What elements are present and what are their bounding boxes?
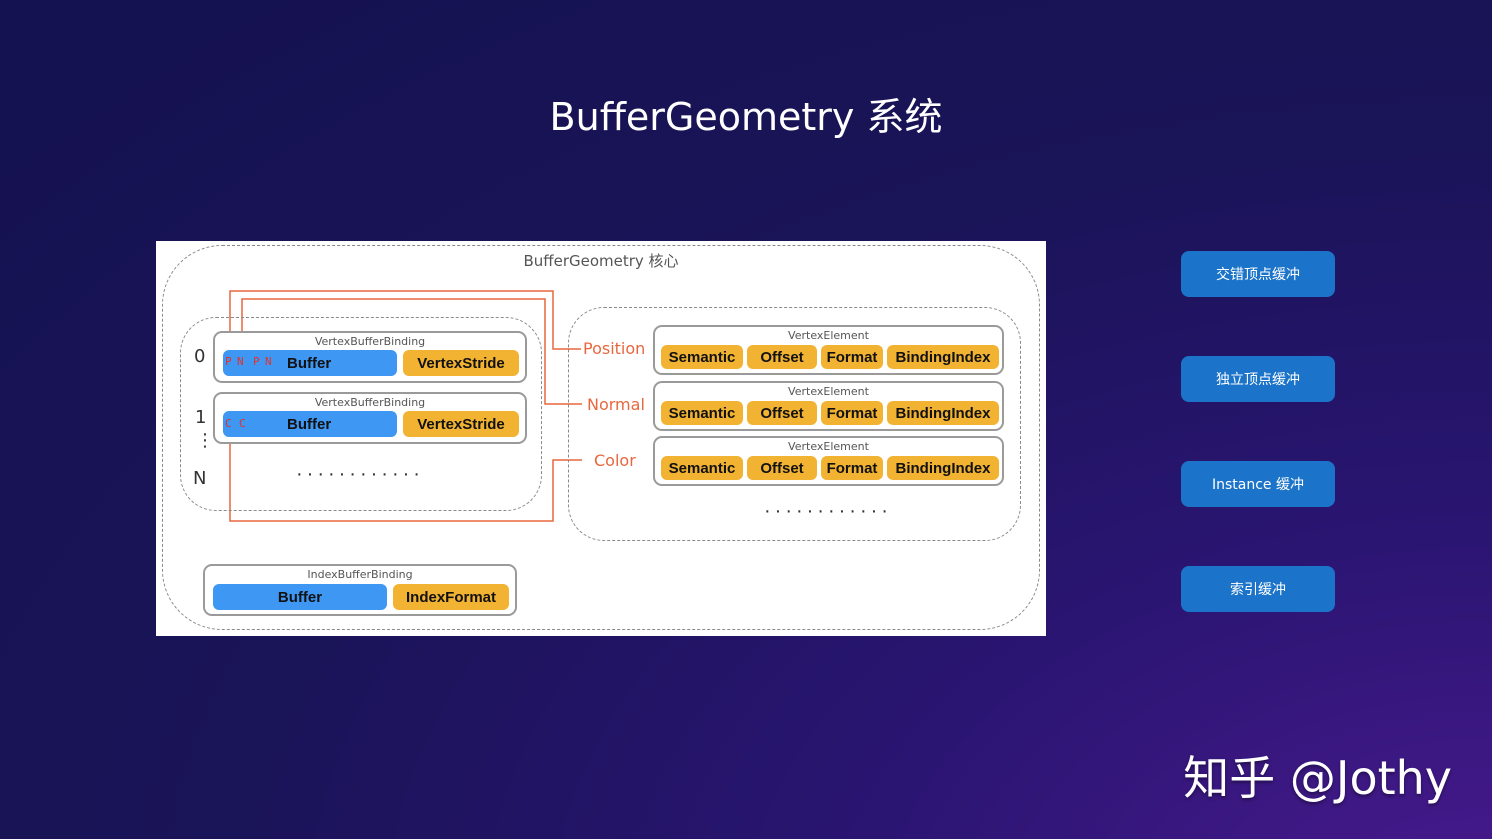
binding-index-pill: BindingIndex	[887, 456, 999, 480]
semantic-label-color: Color	[592, 451, 638, 470]
binding-label: VertexBufferBinding	[314, 396, 426, 409]
attr-n: N	[265, 355, 272, 368]
semantic-pill: Semantic	[661, 345, 743, 369]
attr-p: P	[253, 355, 260, 368]
binding-index-pill: BindingIndex	[887, 401, 999, 425]
position-connector	[229, 290, 582, 361]
binding-label: VertexBufferBinding	[314, 335, 426, 348]
semantic-label-normal: Normal	[585, 395, 647, 414]
vertex-element-color: VertexElement Semantic Offset Format Bin…	[653, 436, 1004, 486]
color-connector	[229, 436, 582, 522]
element-ellipsis: ············	[764, 500, 892, 522]
binding-ellipsis: ············	[296, 463, 424, 485]
element-label: VertexElement	[788, 329, 869, 342]
index-format-pill: IndexFormat	[393, 584, 509, 610]
index-binding-label: IndexBufferBinding	[307, 568, 413, 581]
buffer-label: Buffer	[287, 354, 332, 372]
buffer-pill: Buffer	[223, 411, 397, 437]
buffer-pill: Buffer	[223, 350, 397, 376]
instance-buffer-button[interactable]: Instance 缓冲	[1181, 461, 1335, 507]
semantic-pill: Semantic	[661, 456, 743, 480]
attr-c: C	[239, 417, 246, 430]
index-buffer-binding: IndexBufferBinding Buffer IndexFormat	[203, 564, 517, 616]
offset-pill: Offset	[747, 401, 817, 425]
format-pill: Format	[821, 401, 883, 425]
semantic-label-position: Position	[581, 339, 648, 358]
vertex-binding-group	[180, 317, 542, 511]
core-title: BufferGeometry 核心	[523, 252, 679, 270]
format-pill: Format	[821, 345, 883, 369]
vertex-element-normal: VertexElement Semantic Offset Format Bin…	[653, 381, 1004, 431]
vertex-element-group	[568, 307, 1021, 541]
binding-index-pill: BindingIndex	[887, 345, 999, 369]
vertex-element-position: VertexElement Semantic Offset Format Bin…	[653, 325, 1004, 375]
vertex-buffer-binding-1: VertexBufferBinding Buffer VertexStride	[213, 392, 527, 444]
vertex-buffer-binding-0: VertexBufferBinding Buffer VertexStride	[213, 331, 527, 383]
buffer-label: Buffer	[287, 415, 332, 433]
vertex-stride-pill: VertexStride	[403, 411, 519, 437]
watermark: 知乎 @Jothy	[1183, 751, 1452, 805]
slide-title: BufferGeometry 系统	[549, 95, 943, 139]
attr-c: C	[225, 417, 232, 430]
core-border	[162, 245, 1040, 630]
attr-n: N	[237, 355, 244, 368]
separate-vertex-buffer-button[interactable]: 独立顶点缓冲	[1181, 356, 1335, 402]
index-buffer-pill: Buffer	[213, 584, 387, 610]
diagram-panel: BufferGeometry 核心 0 1 ⋮ N VertexBufferBi…	[156, 241, 1046, 636]
attr-p: P	[225, 355, 232, 368]
binding-index-0: 0	[194, 346, 206, 367]
offset-pill: Offset	[747, 456, 817, 480]
binding-index-n: N	[193, 468, 207, 489]
index-buffer-button[interactable]: 索引缓冲	[1181, 566, 1335, 612]
vertex-stride-pill: VertexStride	[403, 350, 519, 376]
element-label: VertexElement	[788, 440, 869, 453]
interleaved-vertex-buffer-button[interactable]: 交错顶点缓冲	[1181, 251, 1335, 297]
semantic-pill: Semantic	[661, 401, 743, 425]
format-pill: Format	[821, 456, 883, 480]
binding-index-1: 1	[195, 407, 207, 428]
binding-vertical-dots: ⋮	[196, 430, 214, 450]
element-label: VertexElement	[788, 385, 869, 398]
offset-pill: Offset	[747, 345, 817, 369]
normal-connector	[241, 298, 582, 405]
